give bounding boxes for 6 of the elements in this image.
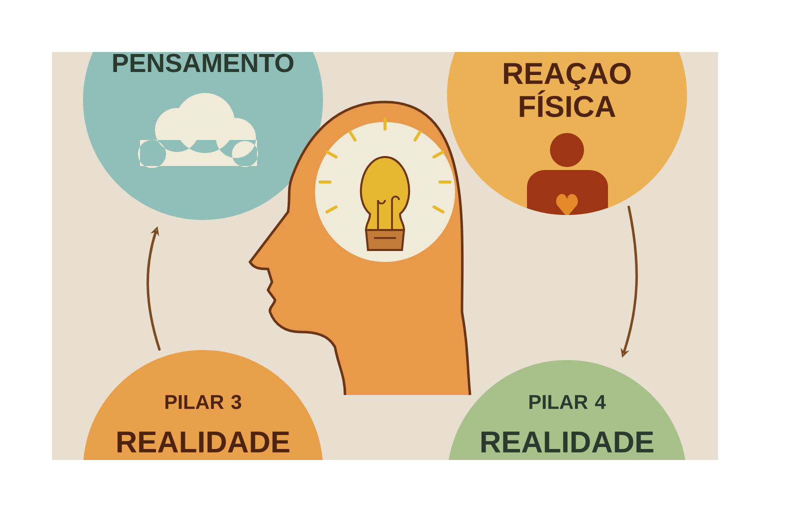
node-label: REALIDADE — [482, 432, 654, 452]
node-label: REALIDADE — [118, 432, 290, 452]
node-label: PILAR 3 — [165, 394, 242, 410]
node-label: PENSAMENTO — [113, 54, 294, 72]
node-label: PILAR 4 — [529, 395, 606, 409]
node-label: REAÇAO FÍSICA — [504, 62, 631, 118]
